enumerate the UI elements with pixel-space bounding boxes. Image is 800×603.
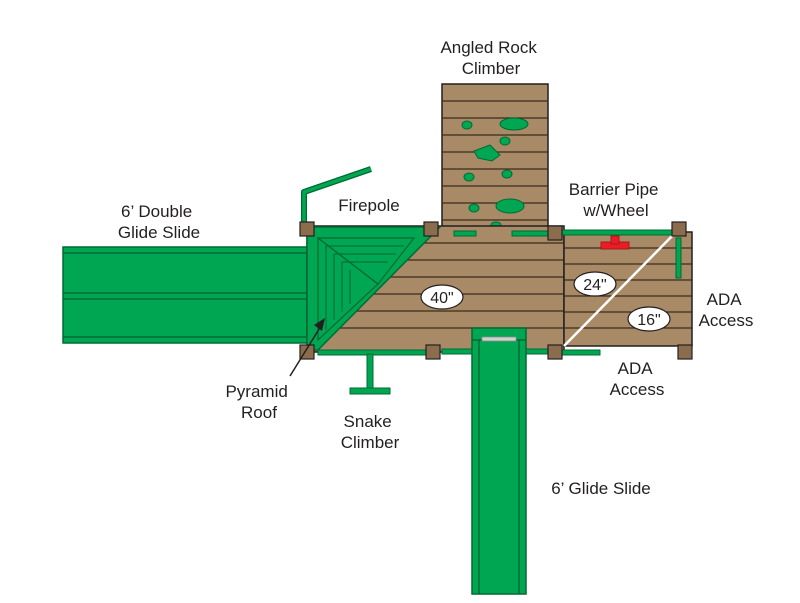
post <box>299 221 315 237</box>
post <box>547 344 563 360</box>
double-glide-slide <box>62 246 308 344</box>
label-barrier-pipe: Barrier Pipe w/Wheel <box>569 180 664 220</box>
rock-hold-icon <box>499 136 511 146</box>
post <box>547 225 563 241</box>
dim-upper-ramp: 24" <box>573 271 617 297</box>
dim-main-deck: 40" <box>420 284 464 310</box>
post <box>671 221 687 237</box>
post <box>677 344 693 360</box>
label-angled-rock-climber: Angled Rock Climber <box>440 38 541 78</box>
angled-rock-climber <box>441 83 549 237</box>
rock-hold-icon <box>499 117 529 131</box>
label-snake-climber: Snake Climber <box>341 412 400 452</box>
rock-hold-icon <box>468 203 480 213</box>
rock-hold-icon <box>501 169 513 179</box>
svg-text:40": 40" <box>430 290 453 307</box>
firepole <box>301 166 372 228</box>
steering-wheel-icon <box>600 235 630 250</box>
dim-lower-ramp: 16" <box>627 306 671 332</box>
ramp-divider <box>563 231 677 347</box>
label-firepole: Firepole <box>338 196 399 215</box>
rock-hold-icon <box>461 120 473 130</box>
glide-slide <box>471 327 527 595</box>
rock-hold-icon <box>473 144 501 162</box>
rock-hold-icon <box>463 172 475 182</box>
label-glide-slide: 6’ Glide Slide <box>551 479 651 498</box>
svg-text:24": 24" <box>583 277 606 294</box>
label-ada-access-bottom: ADA Access <box>610 359 665 399</box>
svg-text:16": 16" <box>637 312 660 329</box>
label-ada-access-right: ADA Access <box>699 290 754 330</box>
pyramid-roof <box>306 226 442 351</box>
rock-hold-icon <box>495 198 525 214</box>
pyramid-roof-arrow <box>289 318 325 377</box>
post <box>423 221 439 237</box>
snake-climber <box>349 353 391 395</box>
post <box>425 344 441 360</box>
label-pyramid-roof: Pyramid Roof <box>225 382 292 422</box>
label-double-glide-slide: 6’ Double Glide Slide <box>118 202 200 242</box>
